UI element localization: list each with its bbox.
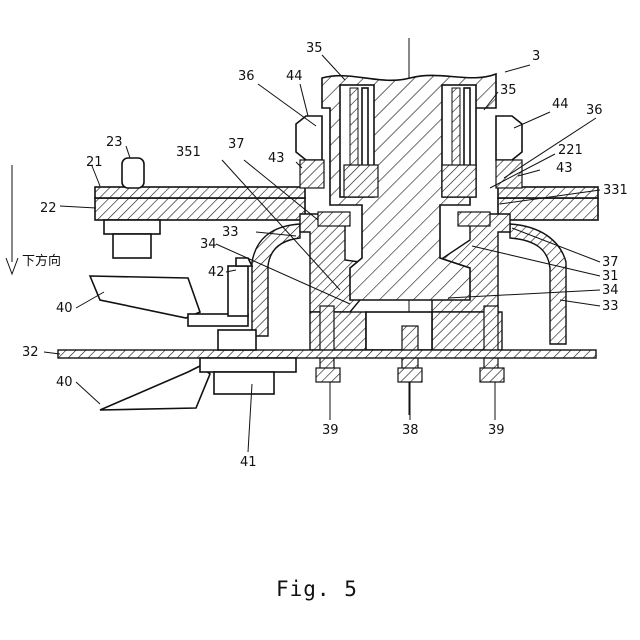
rod-left: [350, 88, 358, 170]
label-36-right: 36: [586, 103, 603, 118]
bearing-37-right: [458, 212, 490, 226]
cover-33-right: [510, 224, 566, 344]
label-351: 351: [176, 145, 201, 160]
label-43-left: 43: [268, 151, 285, 166]
cover-33-left: [252, 224, 300, 336]
label-23: 23: [106, 135, 123, 150]
block-right: [442, 165, 476, 197]
label-32: 32: [22, 345, 39, 360]
holder-41-body: [214, 372, 274, 394]
label-38: 38: [402, 423, 419, 438]
rod-left-2: [362, 88, 368, 170]
flange-mid: [366, 312, 432, 350]
label-44-right: 44: [552, 97, 569, 112]
figure-caption: Fig. 5: [276, 577, 358, 601]
holder-41-top: [200, 358, 296, 372]
nut-38: [398, 368, 422, 382]
flange-left: [310, 312, 366, 350]
label-331: 331: [603, 183, 628, 198]
label-41: 41: [240, 455, 257, 470]
label-40-lower: 40: [56, 375, 73, 390]
label-43-right: 43: [556, 161, 573, 176]
label-22: 22: [40, 201, 57, 216]
upper-plate-21: [95, 187, 305, 198]
washer-43-left: [300, 160, 324, 188]
blade-40-lower: [100, 366, 210, 410]
label-34-right: 34: [602, 283, 619, 298]
label-39-left: 39: [322, 423, 339, 438]
label-35-right: 35: [500, 83, 517, 98]
bolt-39-left: [320, 306, 334, 370]
lower-nut: [104, 220, 160, 234]
label-3: 3: [532, 49, 540, 64]
bearing-37-left: [318, 212, 350, 226]
label-21: 21: [86, 155, 103, 170]
label-221: 221: [558, 143, 583, 158]
label-40-upper: 40: [56, 301, 73, 316]
label-39-right: 39: [488, 423, 505, 438]
right-plate-22: [498, 198, 598, 220]
label-44-left: 44: [286, 69, 303, 84]
lower-nut-body: [113, 234, 151, 258]
bolt-38: [402, 326, 418, 370]
label-33-right: 33: [602, 299, 619, 314]
label-31: 31: [602, 269, 619, 284]
blade-40-upper: [90, 276, 200, 318]
label-35-left: 35: [306, 41, 323, 56]
label-42: 42: [208, 265, 225, 280]
block-left: [344, 165, 378, 197]
nut-39-left: [316, 368, 340, 382]
rod-right: [452, 88, 460, 170]
spacer-upper: [218, 330, 256, 350]
direction-label: 下方向: [22, 253, 61, 269]
label-36-left: 36: [238, 69, 255, 84]
label-34-left: 34: [200, 237, 217, 252]
nut-44-left: [296, 116, 322, 160]
bolt-42-body: [228, 266, 248, 316]
label-37-right: 37: [602, 255, 619, 270]
rod-right-2: [464, 88, 470, 170]
label-37-left: 37: [228, 137, 245, 152]
bolt-39-right: [484, 306, 498, 370]
nut-39-right: [480, 368, 504, 382]
washer-43-right: [496, 160, 522, 188]
nut-44-right: [496, 116, 522, 160]
label-33-left: 33: [222, 225, 239, 240]
pin-23: [122, 158, 144, 188]
blade-plate-32: [58, 350, 596, 358]
